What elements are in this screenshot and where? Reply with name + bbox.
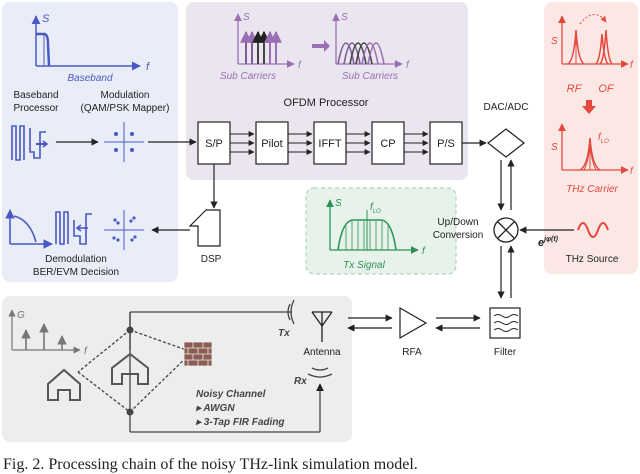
- house-icon: [111, 352, 149, 385]
- filter-label: Filter: [494, 347, 517, 358]
- baseband-processor-label-2: Processor: [13, 103, 59, 114]
- rf-f-label: f: [630, 60, 634, 71]
- tx-flo-label: fLO: [370, 202, 381, 215]
- baseband-f-label: f: [146, 61, 150, 73]
- figure-caption: Fig. 2. Processing chain of the noisy TH…: [3, 456, 418, 473]
- dsp-block: [188, 209, 221, 247]
- bitstream-icon: [11, 125, 49, 161]
- wall-icon: [183, 341, 213, 367]
- baseband-label: Baseband: [67, 73, 112, 84]
- updown-label: Up/Down: [437, 217, 478, 228]
- thz-source-icon: [577, 222, 609, 238]
- ofdm-processor-label: OFDM Processor: [284, 97, 369, 109]
- antenna-label: Antenna: [303, 347, 341, 358]
- conversion-label: Conversion: [433, 230, 484, 241]
- channel-f-label: f: [84, 346, 88, 357]
- cp-block: [371, 121, 405, 165]
- tx-f-label: f: [422, 246, 426, 257]
- rx-label: Rx: [294, 376, 307, 387]
- path-node: [126, 326, 134, 334]
- rf-label: RF: [567, 83, 583, 95]
- pilot-block: [255, 121, 289, 165]
- dsp-label: DSP: [201, 254, 222, 265]
- tx-s-label: S: [335, 198, 342, 209]
- channel-g-label: G: [17, 310, 25, 321]
- channel-panel: [2, 296, 352, 442]
- subcarriers-label-2: Sub Carriers: [342, 71, 398, 82]
- mixer-block: [493, 217, 519, 243]
- thz-source-label: THz Source: [566, 254, 619, 265]
- rx-wave-icon: [307, 367, 333, 378]
- fading-item: ▸ 3-Tap FIR Fading: [195, 417, 285, 428]
- channel-response-plot: [8, 309, 81, 354]
- subcarriers-overlap-spectrum: [332, 13, 403, 68]
- tx-wave-icon: [287, 299, 295, 325]
- ifft-label: IFFT: [318, 138, 341, 150]
- antenna-icon: [311, 311, 333, 342]
- demodulation-label: Demodulation: [45, 254, 107, 265]
- house-icon: [47, 368, 81, 401]
- ps-block: [429, 121, 463, 165]
- pilot-label: Pilot: [261, 138, 282, 150]
- thz-down-arrow-icon: [582, 100, 596, 114]
- demod-bitstream-icon: [55, 211, 92, 245]
- path-node: [126, 408, 134, 416]
- ps-label: P/S: [437, 138, 455, 150]
- carrier-f-label: f: [630, 166, 634, 177]
- of-label: OF: [598, 83, 615, 95]
- subcarriers-spectrum: [234, 13, 295, 68]
- thz-carrier-spectrum: [558, 123, 629, 174]
- subcarriers2-s-label: S: [341, 12, 348, 23]
- dac-adc-label: DAC/ADC: [483, 102, 528, 113]
- ber-evm-label: BER/EVM Decision: [33, 267, 119, 278]
- rf-of-spectrum: [558, 14, 629, 68]
- noisy-channel-label: Noisy Channel: [196, 389, 266, 400]
- subcarriers-label: Sub Carriers: [220, 71, 276, 82]
- baseband-processor-label: Baseband: [13, 90, 58, 101]
- subcarriers-s-label: S: [243, 12, 250, 23]
- baseband-spectrum: [31, 15, 141, 71]
- thz-panel: [544, 2, 638, 274]
- modulation-label-2: (QAM/PSK Mapper): [81, 103, 170, 114]
- transform-arrow-icon: [312, 40, 330, 52]
- baseband-s-label: S: [42, 13, 50, 25]
- constellation-icon: [104, 122, 144, 162]
- awgn-item: ▸ AWGN: [195, 403, 235, 414]
- subcarriers2-f-label: f: [406, 60, 410, 71]
- thz-carrier-label: THz Carrier: [566, 184, 618, 195]
- modulation-label: Modulation: [101, 90, 150, 101]
- rfa-label: RFA: [402, 347, 422, 358]
- sp-block: [197, 121, 231, 165]
- tx-label: Tx: [278, 328, 290, 339]
- demod-curve-icon: [5, 209, 53, 249]
- filter-block: [489, 307, 521, 339]
- ofdm-chain: [197, 121, 463, 165]
- sp-label: S/P: [205, 138, 223, 150]
- cp-label: CP: [380, 138, 395, 150]
- carrier-s-label: S: [551, 142, 558, 153]
- tx-signal-label: Tx Signal: [343, 260, 385, 271]
- demod-constellation-icon: [104, 210, 144, 250]
- carrier-flo-label: fLO: [598, 132, 609, 145]
- subcarriers-f-label: f: [298, 60, 302, 71]
- dac-adc-block: [487, 128, 525, 158]
- tx-signal-spectrum: [326, 199, 419, 254]
- phase-noise-label: ejφ(t): [538, 236, 559, 249]
- rfa-block: [399, 306, 428, 340]
- rf-s-label: S: [551, 36, 558, 47]
